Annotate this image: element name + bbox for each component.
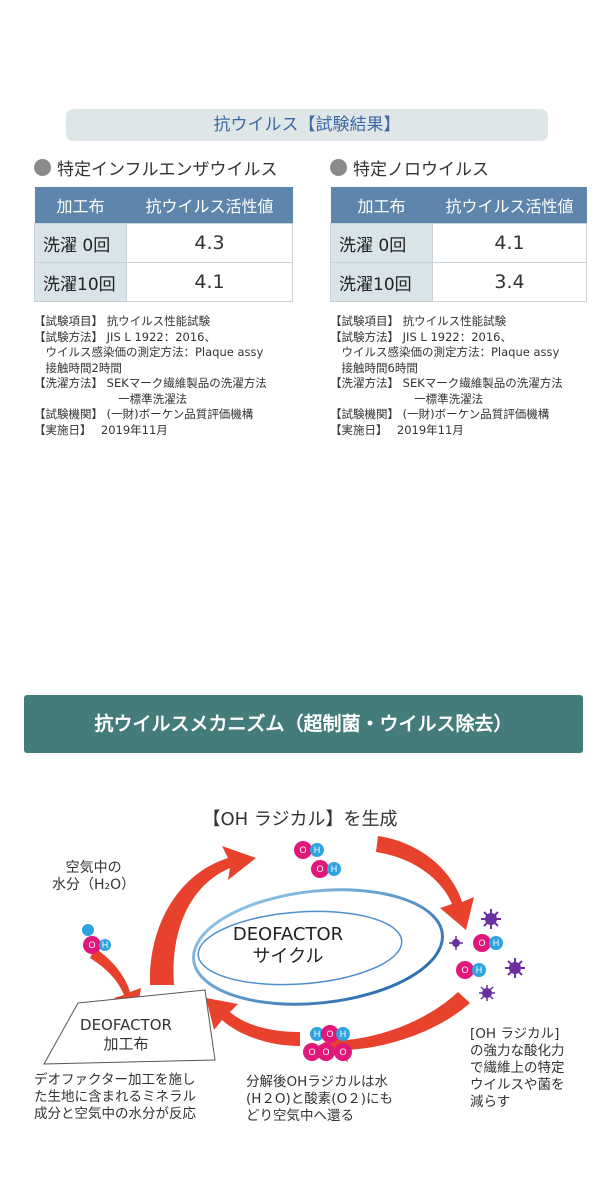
cloth-label-line1: DEOFACTOR: [80, 1016, 172, 1034]
molecule-o: [334, 1043, 352, 1061]
oh-radical-generate-title: 【OH ラジカル】を生成: [202, 809, 398, 830]
results-title: 抗ウイルス【試験結果】: [66, 109, 548, 141]
norovirus-panel: 特定ノロウイルス 加工布 抗ウイルス活性値 洗濯 0回 4.1 洗濯10回 3.…: [330, 155, 587, 438]
atom-o-label: O: [478, 938, 485, 948]
arrow-bottom-left: [206, 998, 300, 1046]
atom-o-label: O: [308, 1047, 315, 1057]
virus-icon: [479, 985, 495, 1001]
oh-molecules: [82, 841, 503, 1061]
col-header-activity: 抗ウイルス活性値: [432, 187, 587, 224]
oxidize-text: [OH ラジカル] の強力な酸化力 で繊維上の特定 ウイルスや菌を 減らす: [470, 1026, 565, 1110]
influenza-heading: 特定インフルエンザウイルス: [34, 155, 293, 180]
molecule-h: [472, 963, 486, 977]
cycle-label-line2: サイクル: [252, 946, 324, 967]
molecule-h: [99, 939, 111, 951]
atom-h-label: H: [331, 864, 338, 874]
table-row: 洗濯 0回 4.3: [34, 223, 293, 263]
atom-h-label: H: [314, 845, 321, 855]
col-header-fabric: 加工布: [330, 187, 433, 224]
molecule-o: [321, 1025, 339, 1043]
cycle-ring-outer: [192, 888, 444, 1006]
table-row: 洗濯10回 3.4: [330, 262, 587, 302]
virus-icons: [449, 909, 525, 1001]
decompose-text: 分解後OHラジカルは水 (H２O)と酸素(O２)にも どり空気中へ還る: [246, 1074, 393, 1124]
cloth-label-line2: 加工布: [103, 1035, 149, 1053]
bullet-icon: [34, 158, 51, 176]
cloth-shape: [43, 989, 216, 1065]
virus-icon: [481, 909, 501, 929]
molecule-o: [303, 1043, 321, 1061]
molecule-h: [327, 862, 341, 876]
atom-o-label: O: [316, 864, 323, 874]
molecule-h: [310, 843, 324, 857]
row-value: 4.3: [126, 223, 293, 263]
row-value: 4.1: [126, 262, 293, 302]
influenza-results-table: 加工布 抗ウイルス活性値 洗濯 0回 4.3 洗濯10回 4.1: [34, 187, 293, 302]
col-header-activity: 抗ウイルス活性値: [126, 187, 293, 224]
row-label: 洗濯 0回: [330, 223, 433, 263]
reaction-text: デオファクター加工を施し た生地に含まれるミネラル 成分と空気中の水分が反応: [34, 1072, 196, 1122]
molecule-o: [311, 860, 329, 878]
atom-o-label: O: [322, 1047, 329, 1057]
cloth-label: DEOFACTOR 加工布: [66, 1016, 186, 1054]
row-value: 4.1: [432, 223, 587, 263]
molecule-o: [473, 934, 491, 952]
virus-icon: [449, 936, 463, 950]
influenza-test-notes: 【試験項目】 抗ウイルス性能試験 【試験方法】 JIS L 1922：2016、…: [34, 314, 267, 437]
norovirus-heading: 特定ノロウイルス: [330, 155, 587, 180]
molecule-h: [489, 936, 503, 950]
molecule-h: [82, 924, 94, 936]
norovirus-results-table: 加工布 抗ウイルス活性値 洗濯 0回 4.1 洗濯10回 3.4: [330, 187, 587, 302]
arrow-bottom-right: [318, 992, 470, 1062]
row-label: 洗濯 0回: [34, 223, 127, 263]
norovirus-test-notes: 【試験項目】 抗ウイルス性能試験 【試験方法】 JIS L 1922：2016、…: [330, 314, 563, 437]
influenza-panel: 特定インフルエンザウイルス 加工布 抗ウイルス活性値 洗濯 0回 4.3 洗濯1…: [34, 155, 293, 438]
molecule-o: [294, 841, 312, 859]
atom-h-label: H: [340, 1029, 347, 1039]
atom-h-label: H: [314, 1029, 321, 1039]
row-label: 洗濯10回: [34, 262, 127, 302]
atom-o-label: O: [461, 965, 468, 975]
atom-o-label: O: [299, 845, 306, 855]
atom-o-label: O: [88, 940, 95, 950]
molecule-h: [310, 1027, 324, 1041]
cycle-label-line1: DEOFACTOR: [232, 924, 344, 945]
molecule-o: [83, 936, 101, 954]
molecule-o: [317, 1043, 335, 1061]
atom-h-label: H: [476, 965, 483, 975]
row-label: 洗濯10回: [330, 262, 433, 302]
row-value: 3.4: [432, 262, 587, 302]
bullet-icon: [330, 158, 347, 176]
arrow-up-left: [149, 846, 256, 985]
atom-o-label: O: [326, 1029, 333, 1039]
cycle-label: DEOFACTOR サイクル: [218, 924, 358, 968]
mechanism-header: 抗ウイルスメカニズム（超制菌・ウイルス除去）: [24, 695, 583, 753]
cycle-ring-inner: [197, 910, 403, 986]
arrow-top-right: [376, 836, 474, 930]
atom-h-label: H: [102, 940, 109, 950]
molecule-h: [336, 1027, 350, 1041]
atom-o-label: O: [339, 1047, 346, 1057]
table-row: 洗濯10回 4.1: [34, 262, 293, 302]
virus-icon: [505, 958, 525, 978]
influenza-heading-text: 特定インフルエンザウイルス: [57, 159, 278, 180]
water-label: 空気中の 水分（H₂O）: [52, 860, 136, 893]
atom-h-label: H: [493, 938, 500, 948]
norovirus-heading-text: 特定ノロウイルス: [353, 159, 489, 180]
col-header-fabric: 加工布: [34, 187, 127, 224]
table-row: 洗濯 0回 4.1: [330, 223, 587, 263]
mechanism-diagram: O H O H O H O H O H H O H O O O: [43, 836, 525, 1065]
atom-letters: O H O H O H O H O H H O H O O O: [88, 845, 499, 1057]
molecule-o: [456, 961, 474, 979]
